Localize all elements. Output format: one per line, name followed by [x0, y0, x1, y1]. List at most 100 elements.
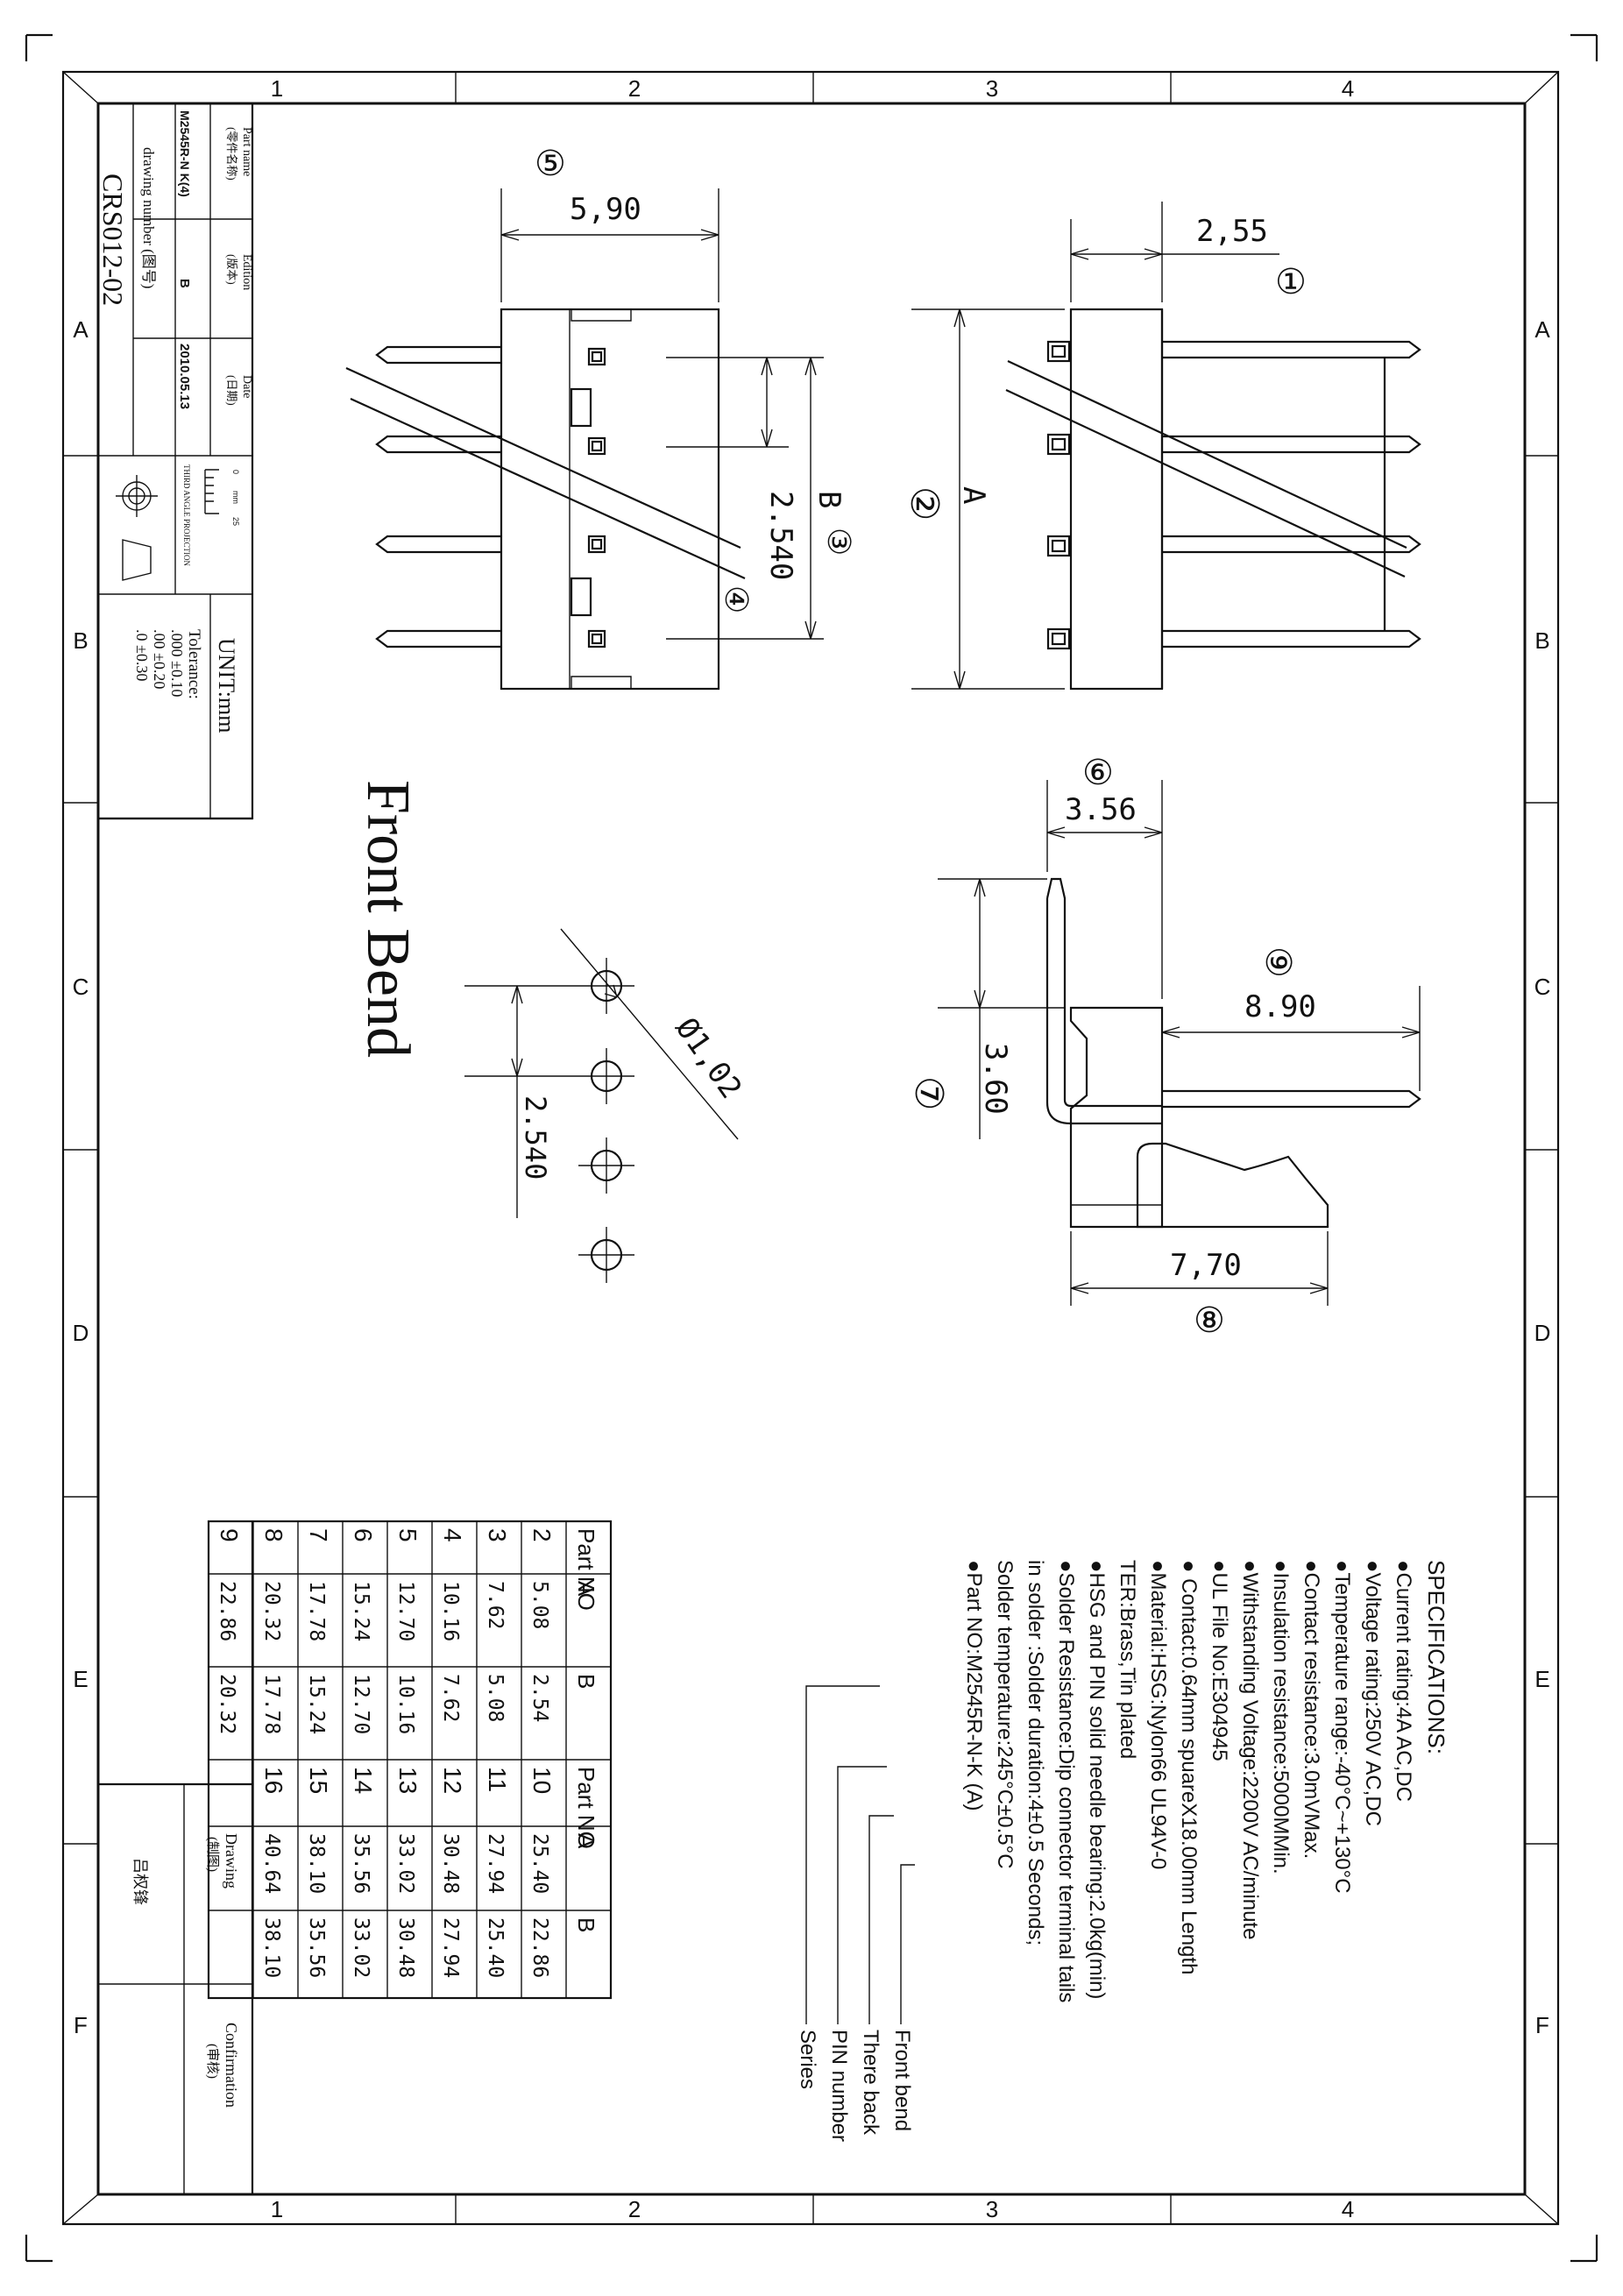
zone-row-right-f: F	[1535, 2012, 1549, 2038]
zone-row-left-f: F	[74, 2012, 88, 2038]
table-cell: 40.64	[260, 1833, 283, 1894]
table-cell: 30.48	[394, 1917, 417, 1978]
spec-title: SPECIFICATIONS:	[1423, 1560, 1449, 1754]
part-name-value: M2545R-N K(4)	[178, 110, 192, 197]
scale-zero: 0	[231, 470, 240, 474]
table-cell: 14	[350, 1767, 377, 1794]
date-label: Date	[240, 375, 253, 398]
zone-row-right-b: B	[1534, 627, 1549, 654]
table-header: B	[573, 1917, 599, 1932]
table-cell: 20.32	[260, 1581, 283, 1641]
zone-col-bottom-3: 3	[986, 2196, 998, 2222]
table-cell: 27.94	[439, 1917, 462, 1978]
front-bend-title: Front Bend	[354, 780, 422, 1058]
drawing-label: Drawing	[223, 1833, 240, 1889]
dim-890-label: 8.90	[1244, 989, 1316, 1024]
dim-pitch-b	[666, 357, 824, 640]
table-header: Part NO	[573, 1767, 599, 1849]
table-cell: 3	[484, 1528, 511, 1542]
dim-890	[1161, 986, 1421, 1091]
table-header: B	[573, 1674, 599, 1689]
spec-lines: ●Current rating:4A AC,DC●Voltage rating:…	[962, 1560, 1415, 2002]
zone-col-bottom-2: 2	[628, 2196, 641, 2222]
spec-line: in solder :Solder duration:4±0.5 Seconds…	[1024, 1560, 1047, 1945]
table-cell: 5	[394, 1528, 422, 1542]
spec-line: ● Contact:0.64mm spuareX18.00mm Length	[1177, 1560, 1201, 1974]
dim-590-label: 5,90	[570, 192, 641, 227]
edition-label: Edition	[240, 254, 253, 290]
dim-770-label: 7,70	[1170, 1248, 1242, 1283]
tolerance-line-2: .00 ±0.20	[151, 629, 168, 689]
table-cell: 38.10	[260, 1917, 283, 1978]
spec-line: ●Material:HSG:Nylon66 UL94V-0	[1146, 1560, 1170, 1869]
table-cell: 15.24	[350, 1581, 372, 1641]
table-cell: 38.10	[305, 1833, 328, 1894]
zone-row-left-d: D	[73, 1320, 89, 1346]
table-cell: 33.02	[350, 1917, 372, 1978]
callout-7: ⑦	[907, 1076, 950, 1110]
zone-row-left-b: B	[73, 627, 88, 654]
zone-labels: 1 2 3 4 1 2 3 4 A B C D E F A B C D E F	[73, 75, 1551, 2222]
table-cell: 4	[439, 1528, 466, 1542]
table-cell: 12.70	[394, 1581, 417, 1641]
zone-dividers	[63, 72, 1558, 2224]
table-cell: 20.32	[216, 1674, 238, 1734]
dim-pitch-label: 2.540	[763, 491, 798, 580]
drawer-name: 吕权锋	[131, 1858, 149, 1905]
dim-b-label: B	[812, 491, 847, 508]
zone-row-left-a: A	[73, 316, 89, 343]
drawing-label-cn: (制图)	[205, 1837, 220, 1872]
tolerance-line-1: .000 ±0.10	[168, 629, 186, 697]
scale-end: 25	[231, 517, 240, 526]
tolerance-label: Tolerance:	[185, 629, 203, 699]
table-cell: 12	[439, 1767, 466, 1794]
legend-front-bend: Front bend	[890, 2030, 914, 2131]
confirmation-label-cn: (审核)	[205, 2044, 220, 2079]
table-cell: 11	[484, 1767, 511, 1792]
table-cell: 7.62	[439, 1674, 462, 1722]
table-cell: 8	[260, 1528, 287, 1542]
spec-line: ●Contact resistance:3.0mVMax.	[1300, 1560, 1323, 1859]
edition-value: B	[177, 279, 192, 288]
side-view: 2,55 ① A ②	[903, 202, 1421, 691]
corner-marks	[25, 33, 1598, 2263]
part-name-label: Part name	[240, 127, 253, 176]
zone-col-bottom-4: 4	[1342, 2196, 1354, 2222]
table-header: A	[573, 1581, 599, 1597]
front-break-lines	[345, 366, 746, 580]
table-cell: 35.56	[350, 1833, 372, 1894]
hole-pattern: 2.540 Ø1,02	[464, 928, 748, 1283]
table-cell: 13	[394, 1767, 422, 1794]
zone-row-right-c: C	[1534, 974, 1551, 1000]
zone-row-right-a: A	[1534, 316, 1550, 343]
confirmation-label: Confirmation	[223, 2023, 240, 2108]
spec-line: ●UL File No:E304945	[1208, 1560, 1231, 1761]
table-cell: 10.16	[439, 1581, 462, 1641]
table-cell: 15	[305, 1767, 332, 1794]
callout-9: ⑨	[1258, 946, 1298, 978]
table-cell: 25.40	[484, 1917, 507, 1978]
zone-col-top-2: 2	[628, 75, 641, 102]
table-cell: 6	[350, 1528, 377, 1542]
table-cell: 22.86	[216, 1581, 238, 1641]
table-cell: 5.08	[484, 1674, 507, 1722]
table-cell: 12.70	[350, 1674, 372, 1734]
housing-body	[500, 308, 720, 691]
dim-255	[1070, 202, 1279, 302]
table-cell: 7	[305, 1528, 332, 1542]
side-break-lines	[1005, 360, 1407, 578]
callout-5: ⑤	[535, 144, 566, 183]
table-cell: 30.48	[439, 1833, 462, 1894]
table-header: Part NO	[573, 1528, 599, 1611]
callout-8: ⑧	[1194, 1300, 1225, 1340]
table-cell: 2.54	[528, 1674, 551, 1722]
dim-255-label: 2,55	[1196, 214, 1268, 249]
scale-mm: mm	[231, 491, 240, 504]
spec-line: ●Part NO:M2545R-N-K (A)	[962, 1560, 986, 1811]
spec-line: ●Voltage rating:250V AC,DC	[1361, 1560, 1385, 1826]
spec-line: ●Temperature range:-40°C~+130°C	[1330, 1560, 1354, 1894]
spec-legend-lines	[805, 1685, 915, 2024]
dim-590	[500, 188, 719, 302]
callout-4: ④	[719, 585, 754, 613]
